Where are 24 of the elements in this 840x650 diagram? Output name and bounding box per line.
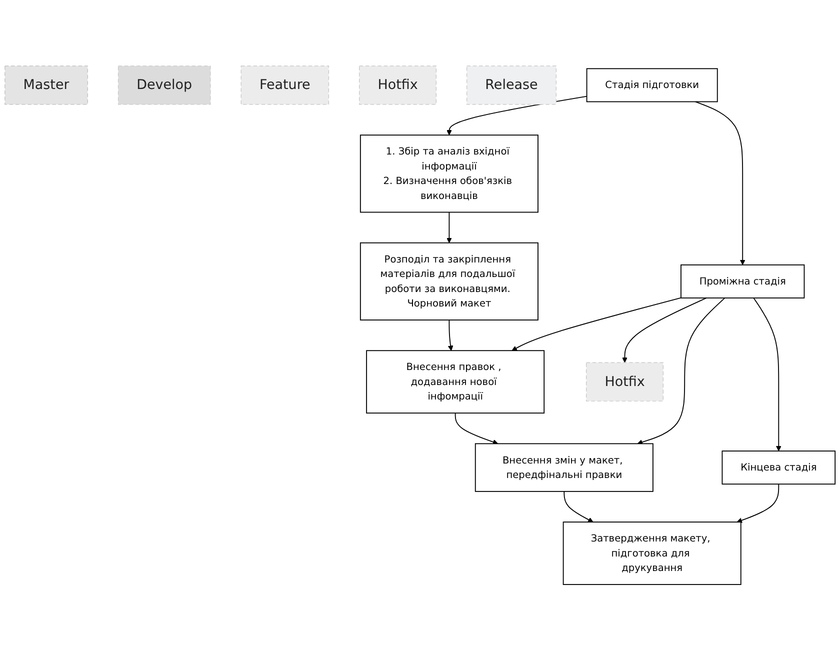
node-box: Проміжна стадія (680, 264, 805, 298)
node-box: Hotfix (586, 362, 664, 402)
node-box: Кінцева стадія (722, 450, 836, 484)
node-box: Release (466, 65, 556, 105)
node-box: Master (4, 65, 88, 105)
node-box: Внесення змін у макет, передфінальні правки (474, 443, 654, 492)
node-box: Внесення правок , додавання нової інфомрації (366, 350, 545, 414)
node-box: Затвердження макету, підготовка для друкування (562, 521, 742, 585)
arrow (454, 412, 498, 444)
node-box: Feature (240, 65, 330, 105)
arrow (448, 319, 454, 351)
node-box: Розподіл та закріплення матеріалів для подальшої роботи за виконавцями. Чорновий макет (360, 242, 538, 320)
node-box: Hotfix (359, 65, 436, 105)
arrow (736, 483, 780, 523)
arrow (446, 212, 452, 243)
arrow (637, 297, 726, 445)
arrow (694, 101, 746, 265)
arrow (622, 297, 707, 363)
node-box: Develop (118, 65, 211, 105)
arrow (564, 490, 594, 522)
node-box: Стадія підготовки (586, 68, 718, 102)
arrow (512, 297, 682, 351)
node-box: 1. Збір та аналіз вхідної інформації 2. Визначення обов'язків виконавців (360, 134, 538, 212)
arrow (753, 297, 782, 452)
